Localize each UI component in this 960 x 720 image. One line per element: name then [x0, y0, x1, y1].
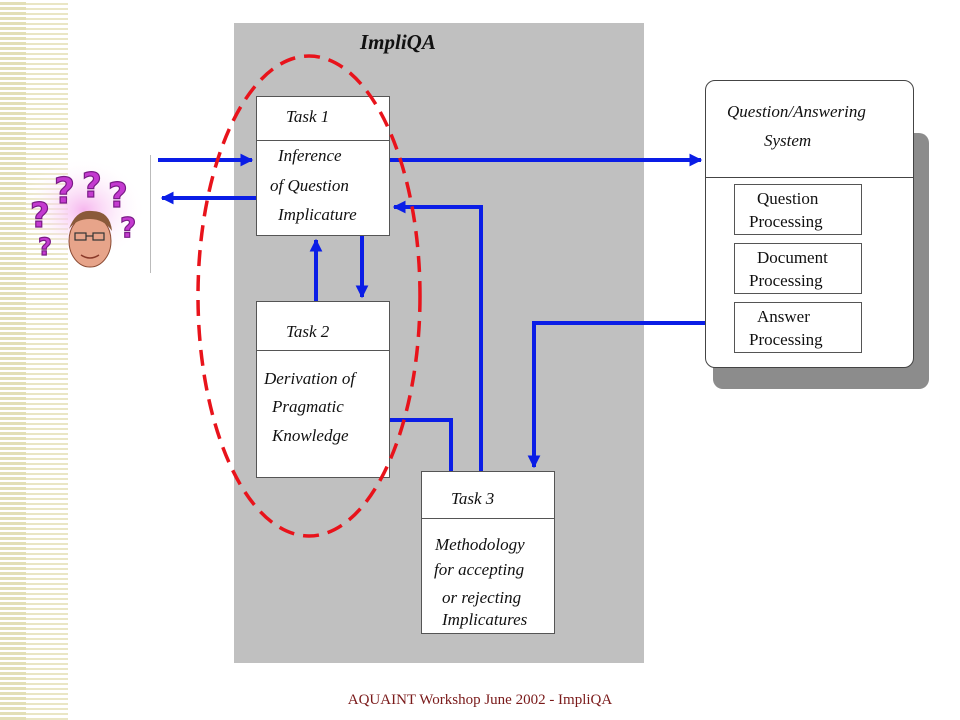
impliqa-panel-title: ImpliQA	[360, 30, 436, 54]
highlight-ellipse	[196, 54, 422, 538]
task2-box	[256, 301, 390, 478]
task2-line-2: Pragmatic	[272, 397, 344, 416]
task2-header: Task 2	[286, 322, 330, 341]
task3-line-2: for accepting	[434, 560, 525, 579]
connector-task2-to-task3	[390, 418, 453, 471]
task3-line-1: Methodology	[435, 535, 525, 554]
answer-processing-module: Answer Processing	[734, 302, 862, 353]
task1-line-1: Inference	[278, 146, 342, 165]
qa-system-title-line-2: System	[764, 131, 812, 150]
svg-text:?: ?	[54, 171, 75, 212]
task1-header: Task 1	[286, 107, 330, 126]
qa-system-divider	[706, 177, 913, 178]
decorative-stripe-border	[0, 0, 68, 720]
task1-line-3: Implicature	[278, 205, 357, 224]
task3-header: Task 3	[451, 489, 495, 508]
svg-text:?: ?	[38, 233, 52, 261]
question-processing-line-2: Processing	[749, 212, 823, 231]
task3-line-4: Implicatures	[442, 610, 528, 629]
question-processing-line-1: Question	[757, 189, 819, 208]
document-processing-module: Document Processing	[734, 243, 862, 294]
footer-text: AQUAINT Workshop June 2002 - ImpliQA	[347, 692, 613, 708]
document-processing-line-2: Processing	[749, 271, 823, 290]
arrow-task3-to-task1	[392, 200, 483, 471]
confused-person-icon: ? ? ? ? ? ?	[24, 158, 146, 268]
task2-line-1: Derivation of	[264, 369, 356, 388]
svg-text:?: ?	[82, 166, 102, 206]
task1-box	[256, 96, 390, 236]
task1-line-2: of Question	[270, 176, 349, 195]
document-processing-line-1: Document	[757, 248, 828, 267]
task2-line-3: Knowledge	[272, 426, 349, 445]
task3-box	[421, 471, 555, 634]
svg-text:?: ?	[108, 176, 128, 216]
answer-processing-line-2: Processing	[749, 330, 823, 349]
task3-line-3: or rejecting	[442, 588, 522, 607]
svg-text:?: ?	[120, 211, 136, 244]
arrow-qa-system-to-task3	[527, 321, 705, 469]
qa-system-title-line-1: Question/Answering	[727, 102, 866, 121]
image-edge-line	[150, 155, 151, 273]
question-processing-module: Question Processing	[734, 184, 862, 235]
svg-text:?: ?	[30, 196, 50, 236]
answer-processing-line-1: Answer	[757, 307, 810, 326]
